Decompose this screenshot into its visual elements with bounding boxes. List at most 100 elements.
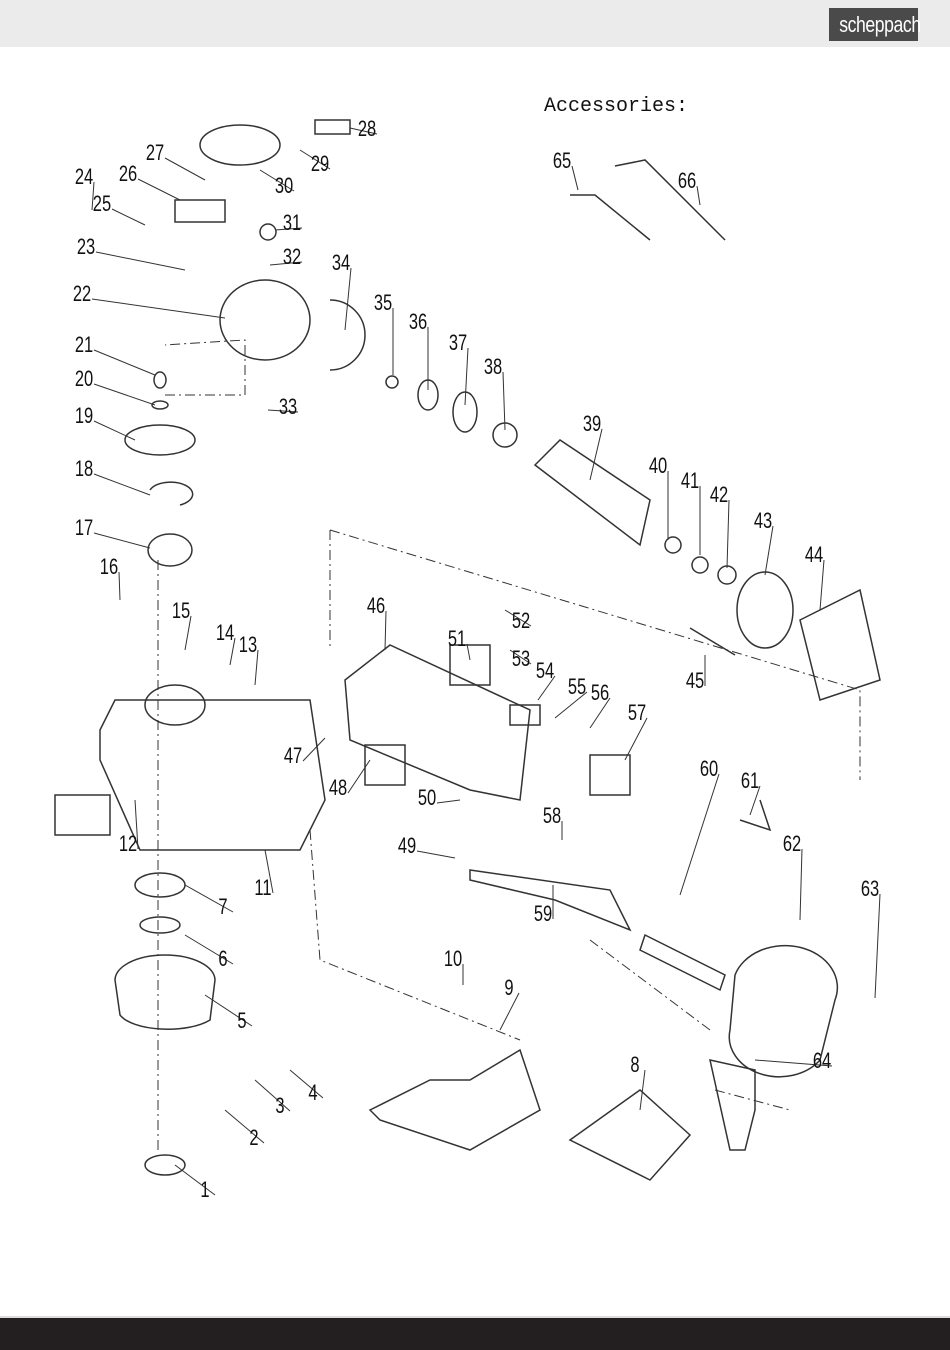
part-label-48: 48 — [329, 776, 347, 801]
part-label-20: 20 — [75, 367, 94, 392]
part-label-32: 32 — [283, 245, 301, 270]
leader-line-3 — [255, 1080, 290, 1111]
part-label-25: 25 — [93, 192, 111, 217]
part-drawing — [150, 482, 193, 505]
part-label-38: 38 — [484, 355, 502, 380]
part-label-30: 30 — [275, 174, 294, 199]
leader-line-34 — [345, 268, 351, 330]
part-label-66: 66 — [678, 169, 696, 194]
leader-line-18 — [94, 474, 150, 495]
leader-line-60 — [680, 774, 719, 895]
part-drawing — [154, 372, 166, 388]
part-label-41: 41 — [681, 469, 699, 494]
part-label-1: 1 — [200, 1178, 209, 1203]
part-drawing — [200, 125, 280, 165]
part-label-7: 7 — [218, 895, 227, 920]
part-label-43: 43 — [754, 509, 772, 534]
part-label-35: 35 — [374, 291, 392, 316]
leader-line-65 — [572, 166, 578, 190]
part-drawings — [55, 120, 880, 1180]
part-label-3: 3 — [275, 1094, 284, 1119]
part-drawing — [140, 917, 180, 933]
part-label-50: 50 — [418, 786, 437, 811]
part-label-56: 56 — [591, 681, 609, 706]
part-label-63: 63 — [861, 877, 879, 902]
leader-line-66 — [697, 186, 700, 205]
part-drawing — [175, 200, 225, 222]
part-label-58: 58 — [543, 804, 561, 829]
part-label-6: 6 — [218, 947, 227, 972]
part-drawing — [740, 800, 770, 830]
part-label-46: 46 — [367, 594, 385, 619]
part-label-33: 33 — [279, 395, 297, 420]
part-label-52: 52 — [512, 609, 530, 634]
part-drawing — [800, 590, 880, 700]
part-drawing — [115, 955, 215, 1029]
part-drawing — [570, 1090, 690, 1180]
part-label-64: 64 — [813, 1049, 832, 1074]
part-label-8: 8 — [630, 1053, 639, 1078]
assembly-dash-line — [590, 940, 710, 1030]
part-label-47: 47 — [284, 744, 302, 769]
part-label-27: 27 — [146, 141, 164, 166]
leader-line-26 — [138, 179, 180, 200]
part-drawing — [640, 935, 725, 990]
leader-line-21 — [94, 350, 155, 375]
part-label-22: 22 — [73, 282, 91, 307]
part-drawing — [718, 566, 736, 584]
part-drawing — [330, 300, 365, 370]
part-label-11: 11 — [254, 876, 271, 901]
part-drawing — [145, 1155, 185, 1175]
part-drawing — [315, 120, 350, 134]
part-drawing — [570, 195, 650, 240]
part-drawing — [55, 795, 110, 835]
part-label-9: 9 — [504, 976, 513, 1001]
leader-line-16 — [119, 572, 120, 600]
part-drawing — [145, 685, 205, 725]
part-label-53: 53 — [512, 647, 530, 672]
leader-line-22 — [92, 299, 225, 318]
part-label-28: 28 — [358, 117, 376, 142]
part-drawing — [220, 280, 310, 360]
part-drawing — [692, 557, 708, 573]
part-drawing — [370, 1050, 540, 1150]
leader-line-25 — [112, 209, 145, 225]
part-label-29: 29 — [311, 152, 329, 177]
leader-line-17 — [94, 533, 150, 548]
assembly-dash-line — [330, 530, 860, 780]
leader-line-48 — [348, 760, 370, 793]
leader-line-4 — [290, 1070, 323, 1098]
part-label-23: 23 — [77, 235, 95, 260]
part-drawing — [535, 440, 650, 545]
part-drawing — [148, 534, 192, 566]
part-label-21: 21 — [75, 333, 93, 358]
part-label-59: 59 — [534, 902, 552, 927]
part-drawing — [386, 376, 398, 388]
leader-line-27 — [165, 158, 205, 180]
part-drawing — [615, 160, 725, 240]
part-label-55: 55 — [568, 675, 586, 700]
leader-line-49 — [417, 851, 455, 858]
leader-line-63 — [875, 894, 880, 998]
part-label-61: 61 — [741, 769, 759, 794]
part-drawing — [135, 873, 185, 897]
part-label-40: 40 — [649, 454, 668, 479]
part-label-49: 49 — [398, 834, 416, 859]
part-label-36: 36 — [409, 310, 427, 335]
part-label-13: 13 — [239, 633, 257, 658]
part-label-51: 51 — [448, 627, 466, 652]
page-footer — [0, 1316, 950, 1350]
leader-line-47 — [303, 738, 325, 761]
part-drawing — [710, 1060, 755, 1150]
part-label-65: 65 — [553, 149, 571, 174]
leader-line-42 — [727, 500, 729, 568]
part-label-37: 37 — [449, 331, 467, 356]
leader-line-19 — [94, 421, 135, 440]
leader-line-51 — [467, 644, 470, 660]
part-label-19: 19 — [75, 404, 93, 429]
part-drawing — [365, 745, 405, 785]
part-label-26: 26 — [119, 162, 137, 187]
exploded-parts-diagram: Accessories: 123456789101112131415161718… — [0, 47, 950, 1316]
accessories-title: Accessories: — [544, 95, 688, 118]
part-label-2: 2 — [249, 1126, 258, 1151]
